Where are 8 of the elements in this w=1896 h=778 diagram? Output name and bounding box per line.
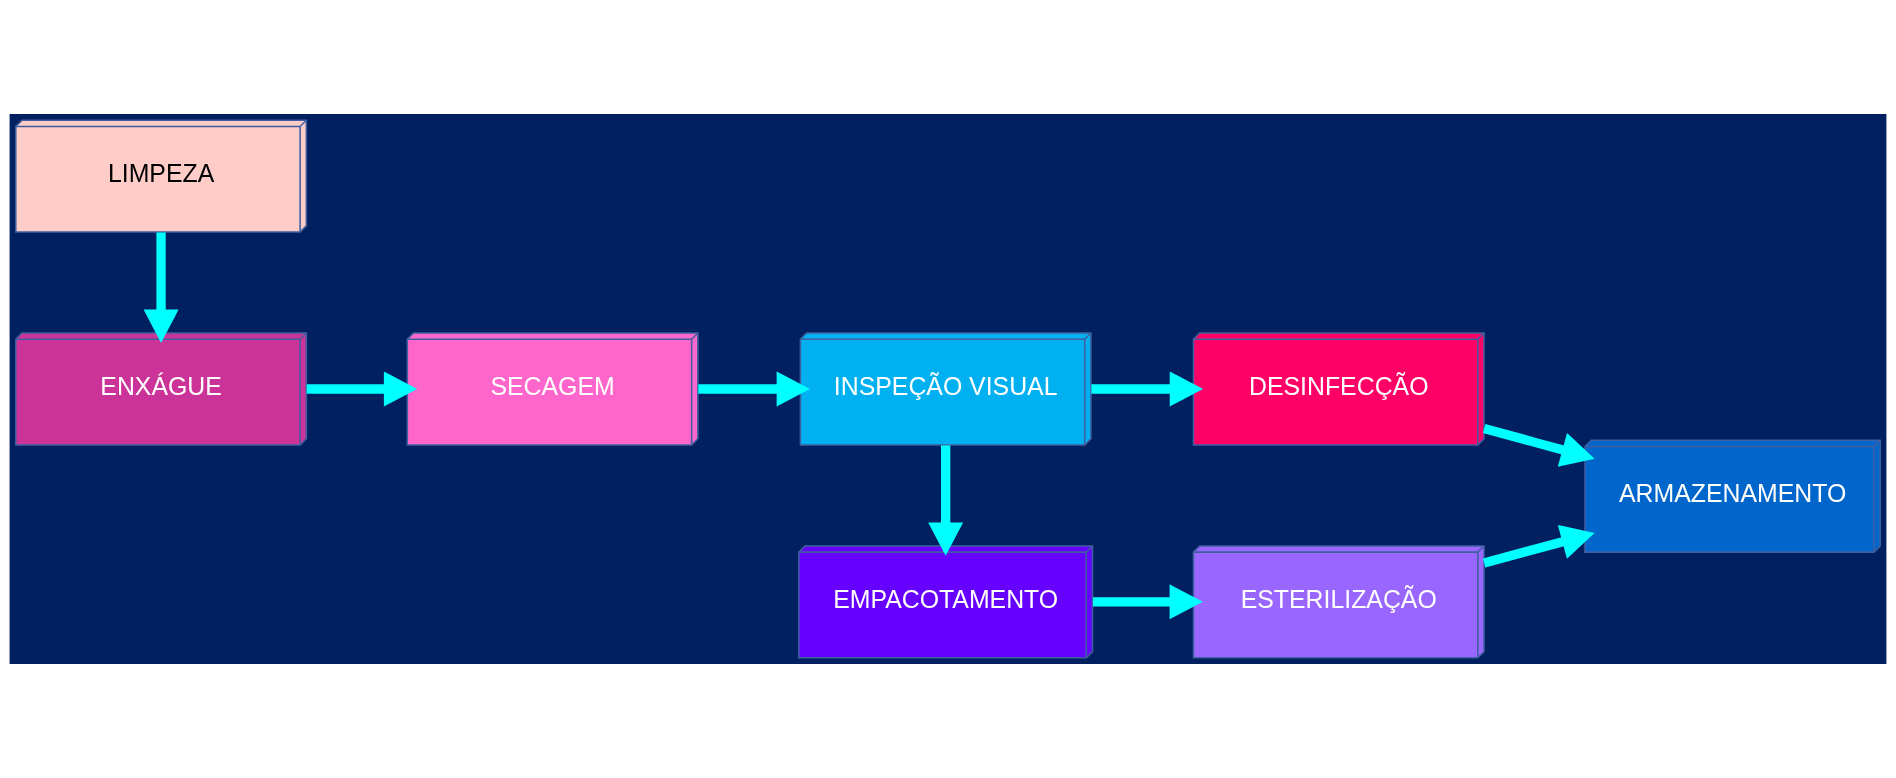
arrow bbox=[306, 371, 418, 407]
arrow bbox=[1482, 423, 1595, 467]
arrow bbox=[1482, 524, 1595, 568]
arrow bbox=[143, 232, 179, 343]
arrow bbox=[1091, 371, 1204, 407]
arrow bbox=[928, 445, 964, 556]
arrow bbox=[698, 371, 810, 407]
arrow bbox=[1093, 584, 1203, 620]
